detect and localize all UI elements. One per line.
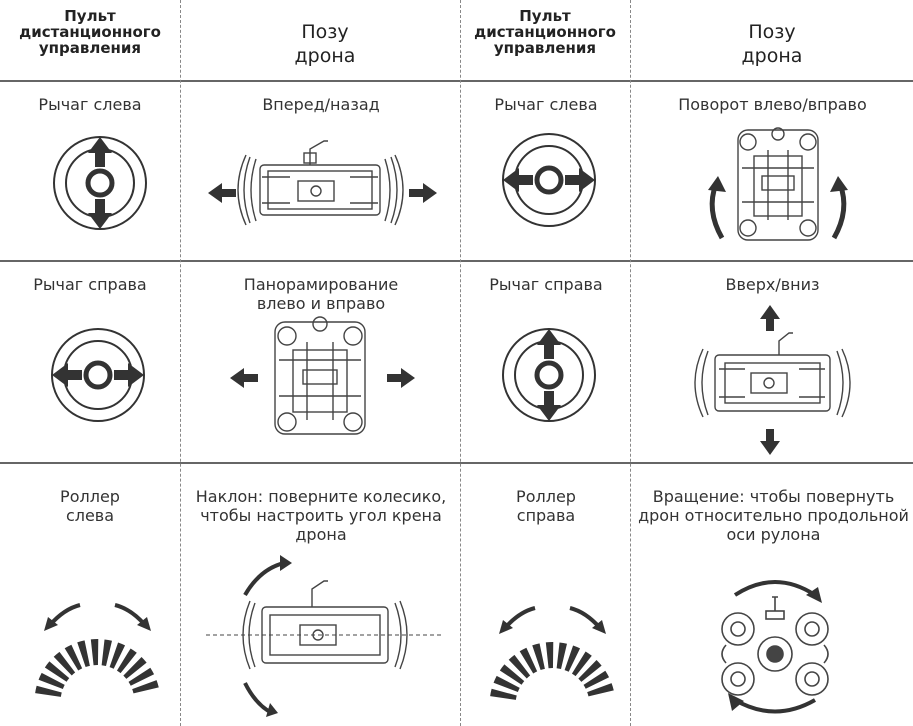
joystick-up-down-icon [502,328,596,422]
row1-left-control-label: Рычаг слева [38,95,142,114]
row3-left-pose-label: Наклон: поверните колесико, чтобы настро… [195,487,447,544]
header-remote-control-2: Пульт дистанционного управления [474,7,616,57]
row3-right-pose-label: Вращение: чтобы повернуть дрон относител… [638,487,909,544]
joystick-left-right-icon [51,328,145,422]
row2-left-control-label: Рычаг справа [33,275,147,294]
roller-wheel-icon [490,606,615,701]
column-divider-3 [630,0,631,726]
row2-right-pose-label: Вверх/вниз [725,275,820,294]
row2-right-control-label: Рычаг справа [489,275,603,294]
drone-side-view-forward-back [208,140,437,226]
column-divider-1 [180,0,181,726]
row-divider-2 [0,462,913,464]
row3-right-control-label: Роллер справа [516,487,576,525]
column-divider-2 [460,0,461,726]
row2-left-pose-label: Панорамирование влево и вправо [243,275,399,313]
row3-left-control-label: Роллер слева [60,487,120,525]
row1-left-pose-label: Вперед/назад [262,95,380,114]
joystick-left-right-icon [502,133,596,227]
header-divider [0,80,913,82]
header-drone-pose-1: Позу дрона [294,21,356,67]
header-remote-control-1: Пульт дистанционного управления [19,7,161,57]
header-drone-pose-2: Позу дрона [741,21,803,67]
drone-top-view-turn [708,127,848,241]
roller-wheel-icon [35,603,160,698]
row1-right-pose-label: Поворот влево/вправо [678,95,867,114]
row1-right-control-label: Рычаг слева [494,95,598,114]
drone-side-view-tilt [206,555,444,717]
drone-top-view-pan [230,316,415,435]
drone-front-view-roll [721,580,829,714]
joystick-up-down-icon [53,136,147,230]
drone-side-view-up-down [694,305,851,455]
row-divider-1 [0,260,913,262]
